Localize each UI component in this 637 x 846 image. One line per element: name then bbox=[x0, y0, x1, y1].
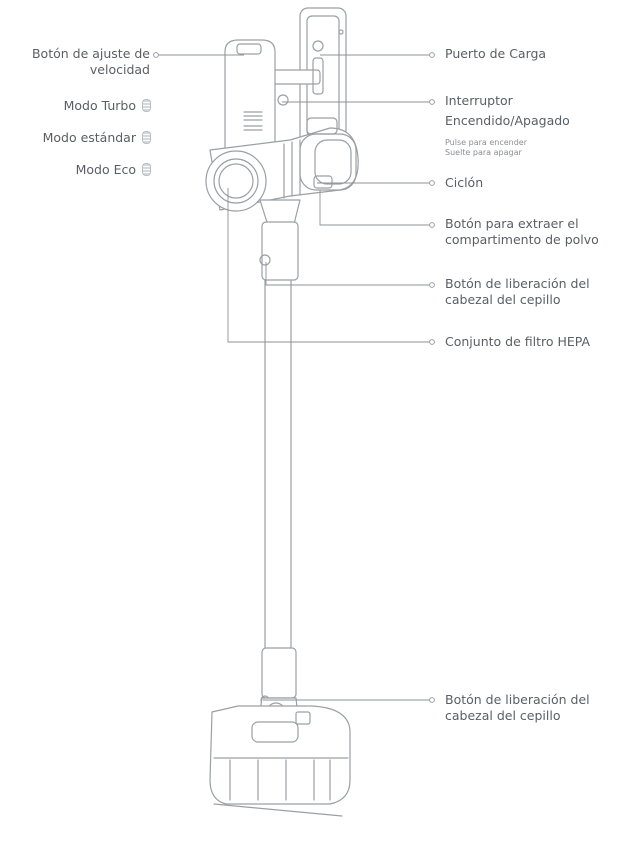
speed-button-label-line2: velocidad bbox=[89, 62, 150, 77]
speed-button-label: Botón de ajuste de velocidad bbox=[32, 46, 150, 78]
mode-standard-row: Modo estándar bbox=[43, 130, 151, 145]
brush-head bbox=[209, 705, 351, 817]
extension-tube bbox=[264, 279, 292, 649]
wall-mount-bracket bbox=[271, 7, 347, 145]
power-switch-label-line1: Interruptor bbox=[445, 93, 513, 108]
power-switch-label-line2: Encendido/Apagado bbox=[445, 113, 570, 128]
mode-standard-label: Modo estándar bbox=[42, 130, 136, 145]
mode-turbo-label: Modo Turbo bbox=[63, 98, 136, 113]
head-release-top-line1: Botón de liberación del bbox=[445, 276, 590, 291]
speed-mode-icon bbox=[142, 131, 151, 144]
speed-mode-icon bbox=[142, 163, 151, 176]
hepa-filter-cap bbox=[205, 150, 267, 212]
power-hint: Pulse para encender Suelte para apagar bbox=[445, 138, 527, 158]
speed-button-label-line1: Botón de ajuste de bbox=[31, 46, 150, 61]
hepa-label: Conjunto de filtro HEPA bbox=[445, 334, 591, 349]
charging-port-label: Puerto de Carga bbox=[445, 46, 547, 61]
handle-body bbox=[224, 39, 289, 151]
head-release-bottom-line2: cabezal del cepillo bbox=[445, 708, 561, 723]
dust-release-label: Botón para extraer el compartimento de p… bbox=[445, 216, 599, 248]
dust-release-label-line2: compartimento de polvo bbox=[445, 232, 599, 247]
mode-eco-label: Modo Eco bbox=[75, 162, 136, 177]
leader-dots bbox=[153, 52, 435, 703]
speed-mode-icon bbox=[142, 99, 151, 112]
mode-eco-row: Modo Eco bbox=[76, 162, 151, 177]
cyclone-label: Ciclón bbox=[445, 175, 484, 190]
power-hint-line2: Suelte para apagar bbox=[445, 148, 522, 157]
power-hint-line1: Pulse para encender bbox=[445, 138, 527, 147]
dust-release-label-line1: Botón para extraer el bbox=[445, 216, 579, 231]
head-release-bottom-label: Botón de liberación del cabezal del cepi… bbox=[445, 692, 590, 724]
head-release-top-label: Botón de liberación del cabezal del cepi… bbox=[445, 276, 590, 308]
power-switch-label: Interruptor Encendido/Apagado bbox=[445, 93, 570, 129]
head-release-top-line2: cabezal del cepillo bbox=[445, 292, 561, 307]
head-release-bottom-line1: Botón de liberación del bbox=[445, 692, 590, 707]
leader-lines bbox=[158, 54, 430, 701]
tube-connector bbox=[259, 221, 299, 281]
mode-turbo-row: Modo Turbo bbox=[64, 98, 151, 113]
